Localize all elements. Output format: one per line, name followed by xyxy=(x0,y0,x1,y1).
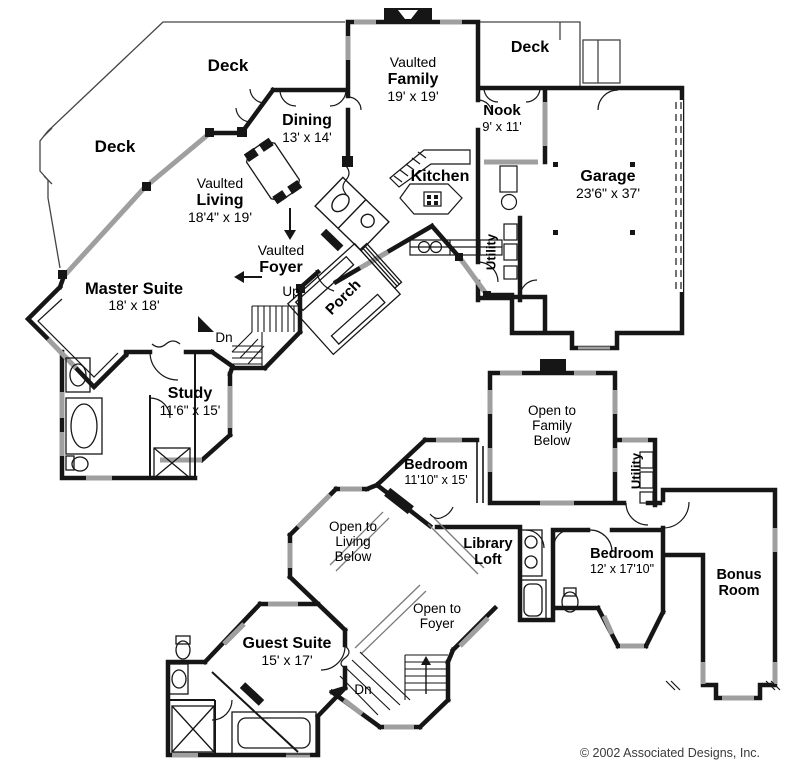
master-bay-seat xyxy=(37,298,119,378)
room-label-bedroom1: Bedroom 11'10" x 15' xyxy=(404,457,468,488)
room-label-open-foyer: Open to Foyer xyxy=(412,601,462,632)
room-label-master: Master Suite 18' x 18' xyxy=(84,280,184,314)
guest-bath-fixtures xyxy=(167,635,317,755)
stair-label-up: Up xyxy=(282,284,300,299)
bedroom1-door xyxy=(384,487,414,515)
chimney-family xyxy=(384,8,432,23)
room-label-study: Study 11'6" x 15' xyxy=(159,385,221,418)
door-arcs-second-floor xyxy=(211,501,690,721)
room-label-deck-left: Deck xyxy=(94,137,136,156)
room-label-guest: Guest Suite 15' x 17' xyxy=(242,635,332,668)
room-label-open-living: Open to Living Below xyxy=(328,519,378,565)
bathroom-fixtures-main xyxy=(65,352,196,479)
utility-upper-fixtures xyxy=(639,451,654,504)
chimney-upper xyxy=(540,359,566,374)
room-label-utility-main: Utility xyxy=(483,233,499,271)
room-label-family: Vaulted Family 19' x 19' xyxy=(387,54,439,104)
dining-table xyxy=(243,137,303,205)
stairs-main xyxy=(231,305,300,368)
second-floor-windows xyxy=(172,370,778,758)
first-floor-walls xyxy=(24,19,685,481)
room-label-open-family: Open to Family Below xyxy=(527,403,577,449)
room-label-bonus: Bonus Room xyxy=(716,567,762,600)
room-label-library: Library Loft xyxy=(463,536,513,569)
stair-label-dn-main: Dn xyxy=(215,330,233,345)
room-label-bedroom2: Bedroom 12' x 17'10" xyxy=(589,546,655,577)
foundation-ticks xyxy=(665,680,781,691)
pocket-door-bedroom1 xyxy=(476,440,484,503)
stairs-upper xyxy=(339,651,448,716)
room-label-garage: Garage 23'6" x 37' xyxy=(575,168,641,201)
guest-closet-door xyxy=(239,682,265,706)
wall-posts xyxy=(58,127,491,332)
garage-details xyxy=(553,100,683,292)
railings-upper xyxy=(329,511,485,655)
room-label-deck-right: Deck xyxy=(510,39,550,56)
bath-upper-fixtures xyxy=(519,529,579,621)
copyright-text: © 2002 Associated Designs, Inc. xyxy=(579,746,760,760)
room-label-kitchen: Kitchen xyxy=(410,168,470,185)
powder-door xyxy=(320,228,344,252)
kitchen-fixtures xyxy=(389,149,518,256)
powder-room xyxy=(314,176,390,252)
room-label-dining: Dining 13' x 14' xyxy=(282,112,332,145)
room-label-nook: Nook 9' x 11' xyxy=(482,102,522,134)
stair-label-dn-upper: Dn xyxy=(354,682,372,697)
room-label-living: Vaulted Living 18'4" x 19' xyxy=(187,175,253,225)
room-label-utility-upper: Utility xyxy=(628,452,644,490)
room-label-foyer: Vaulted Foyer xyxy=(257,242,305,276)
deck-outline xyxy=(39,21,621,269)
room-label-deck-top: Deck xyxy=(207,56,249,75)
utility-fixtures xyxy=(503,223,518,280)
vault-arrows xyxy=(234,208,296,283)
